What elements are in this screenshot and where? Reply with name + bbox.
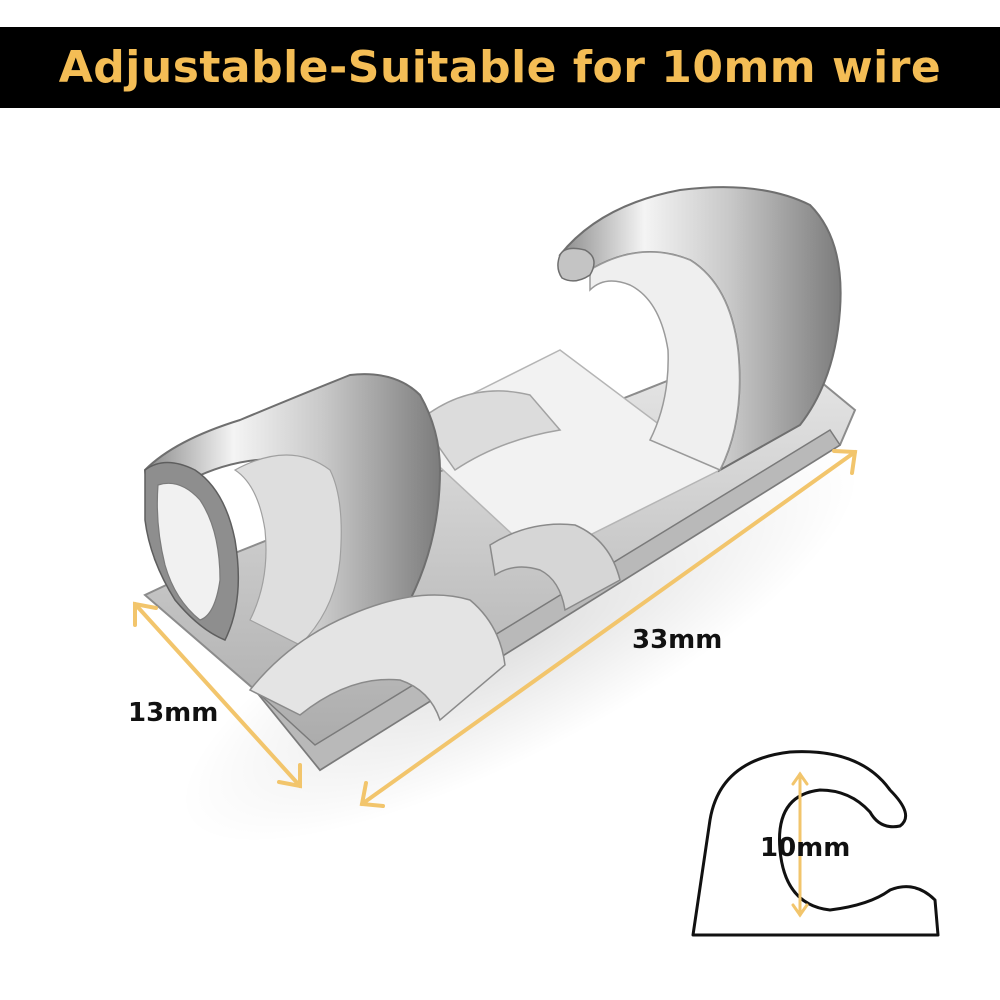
front-ring-hole bbox=[156, 482, 221, 621]
front-ring-outer bbox=[143, 373, 442, 647]
title-banner: Adjustable-Suitable for 10mm wire bbox=[0, 27, 1000, 108]
back-ring-lip bbox=[557, 247, 595, 282]
cable-clip bbox=[143, 186, 857, 772]
lower-segment bbox=[248, 594, 506, 722]
clip-base-edge bbox=[254, 428, 842, 771]
back-ring-inner bbox=[589, 251, 741, 471]
width-dimension-label: 13mm bbox=[128, 698, 219, 728]
front-ring-inner-wall bbox=[233, 454, 342, 646]
opening-arrow bbox=[791, 771, 809, 918]
dimension-arrow-33mm bbox=[359, 449, 858, 808]
banner-title: Adjustable-Suitable for 10mm wire bbox=[58, 42, 942, 93]
clip-profile-outline-icon bbox=[691, 750, 940, 937]
center-rod bbox=[418, 390, 562, 472]
profile-outline bbox=[691, 750, 940, 937]
length-dimension-label: 33mm bbox=[632, 625, 723, 655]
opening-dimension-label: 10mm bbox=[760, 833, 851, 863]
mid-segment bbox=[489, 523, 621, 612]
dimension-arrow-13mm bbox=[133, 601, 302, 789]
